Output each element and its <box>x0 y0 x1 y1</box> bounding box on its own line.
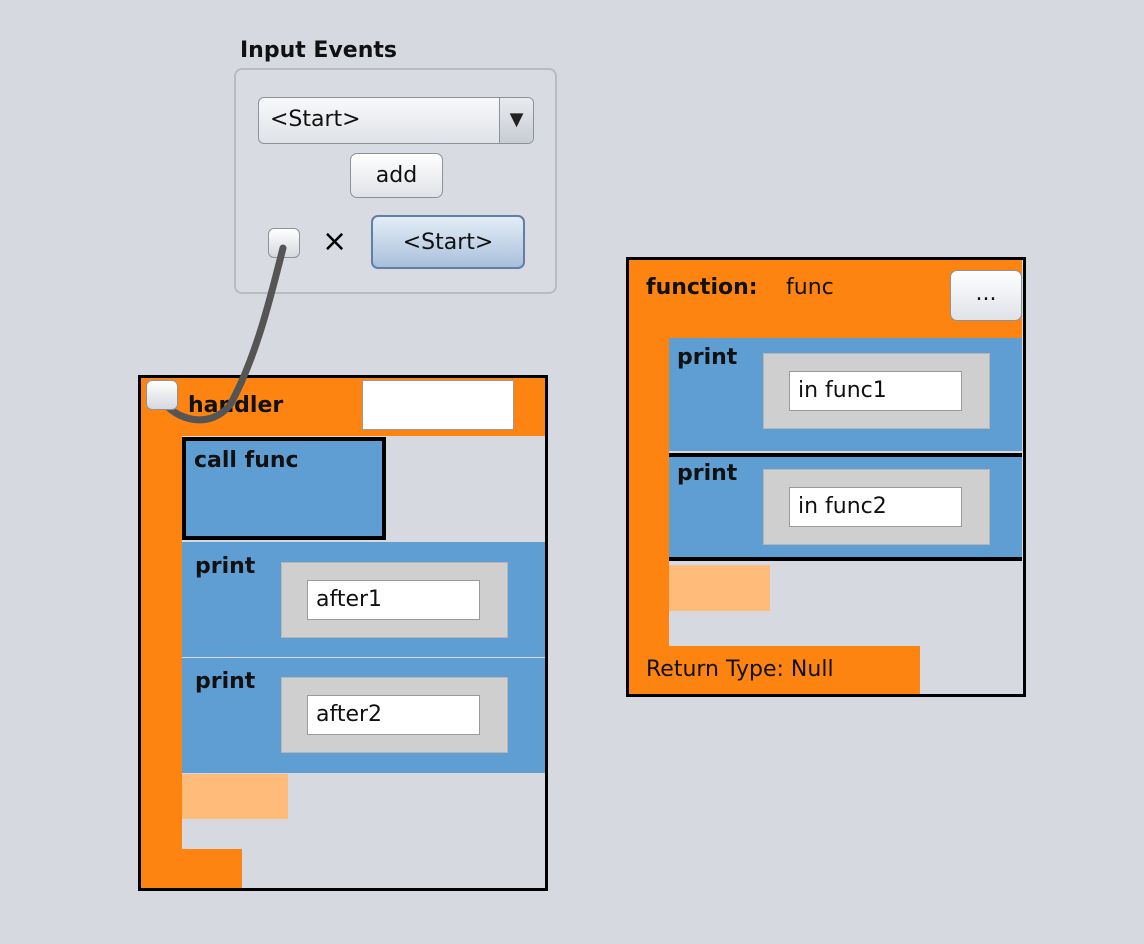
handler-footer <box>141 849 242 888</box>
function-label: function: <box>646 275 758 300</box>
call-func-statement[interactable] <box>182 437 386 540</box>
function-footer <box>629 646 920 694</box>
event-combo-box[interactable] <box>258 97 534 144</box>
print-label: print <box>677 461 738 486</box>
call-func-label: call func <box>194 448 299 473</box>
start-event-button[interactable]: <Start> <box>371 215 525 269</box>
print-text-field-after1[interactable]: after1 <box>307 580 480 620</box>
dropdown-arrow-icon[interactable]: ▼ <box>499 98 533 143</box>
statement-drop-placeholder[interactable] <box>669 565 770 611</box>
print-text-field-func2[interactable]: in func2 <box>789 487 962 527</box>
handler-spine <box>141 436 182 888</box>
print-label: print <box>677 345 738 370</box>
event-combo-value: <Start> <box>270 107 361 132</box>
handler-collapse-button[interactable] <box>146 380 178 410</box>
function-spine <box>629 338 669 646</box>
print-label: print <box>195 669 256 694</box>
print-text-field-func1[interactable]: in func1 <box>789 371 962 411</box>
function-options-button[interactable]: ... <box>950 270 1022 321</box>
print-text-field-after2[interactable]: after2 <box>307 695 480 735</box>
function-name[interactable]: func <box>786 275 834 300</box>
print-label: print <box>195 554 256 579</box>
remove-event-icon[interactable]: × <box>322 224 348 259</box>
add-event-button[interactable]: add <box>350 153 443 198</box>
statement-drop-placeholder[interactable] <box>182 774 288 819</box>
input-events-title: Input Events <box>240 38 397 63</box>
return-type-label: Return Type: Null <box>646 657 834 682</box>
handler-name-field[interactable] <box>362 380 514 430</box>
